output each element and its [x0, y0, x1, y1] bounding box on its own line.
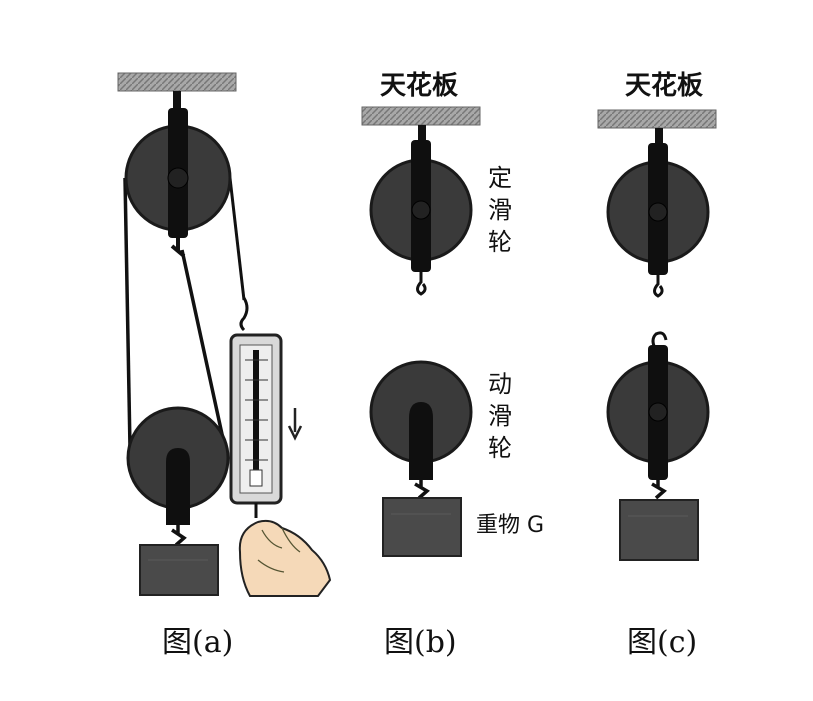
rope-left-a: [123, 177, 132, 449]
caption-b: 图(b): [384, 625, 457, 660]
fixed-pulley-label-2: 滑: [488, 196, 512, 224]
weight-block-b: [382, 497, 462, 557]
rope-right-a: [228, 177, 246, 301]
fixed-pulley-label-3: 轮: [488, 228, 512, 256]
movable-pulley-label-2: 滑: [488, 402, 512, 430]
hand-icon: [238, 519, 332, 597]
movable-pulley-bracket-b: [409, 402, 433, 480]
movable-pulley-bracket-a: [166, 448, 190, 525]
figure-c: 天花板 图(c): [597, 71, 717, 660]
weight-label-b: 重物 G: [476, 513, 544, 538]
rope-diagonal-a: [180, 249, 227, 449]
link-hook-a: [170, 238, 186, 258]
weight-block-c: [619, 499, 699, 561]
scale-hook-a: [239, 297, 249, 332]
movable-pulley-label-3: 轮: [488, 434, 512, 462]
fixed-pulley-hook-b: [416, 272, 427, 296]
pull-arrow-icon: [287, 408, 303, 441]
ceiling-label-c: 天花板: [625, 71, 703, 101]
figure-b: 天花板 定 滑 轮 动 滑 轮 重物 G 图(b): [361, 71, 544, 660]
caption-a: 图(a): [162, 625, 233, 660]
movable-pulley-top-hook-c: [651, 331, 668, 351]
ceiling-c: [597, 109, 717, 129]
weight-block-a: [139, 544, 219, 596]
weight-hook-a: [171, 525, 187, 547]
fixed-pulley-hook-c: [653, 275, 664, 298]
ceiling-label-b: 天花板: [380, 71, 458, 101]
weight-hook-b: [414, 480, 430, 500]
figure-a: 图(a): [117, 72, 332, 660]
weight-hook-c: [651, 480, 667, 500]
caption-c: 图(c): [627, 625, 697, 660]
movable-pulley-label-1: 动: [488, 370, 512, 398]
hook-a-top: [173, 91, 181, 109]
fixed-pulley-label-1: 定: [488, 164, 512, 192]
fixed-pulley-axle-a: [167, 167, 189, 189]
ceiling-a: [117, 72, 237, 92]
ceiling-b: [361, 106, 481, 126]
